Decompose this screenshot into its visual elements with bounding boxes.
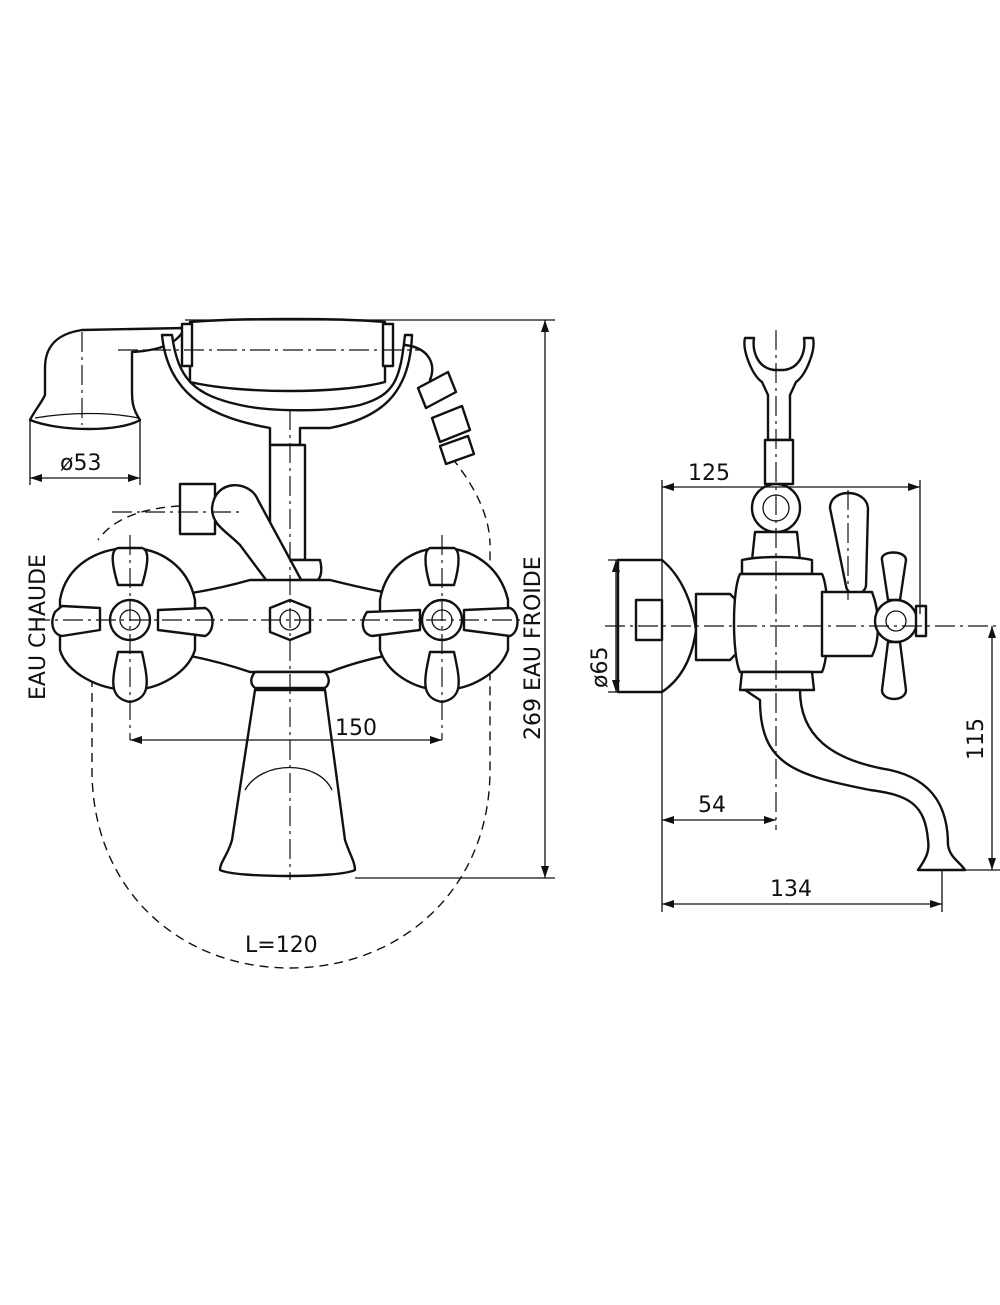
hose-neck xyxy=(403,343,434,382)
handshower-head xyxy=(28,326,187,431)
hot-valve xyxy=(51,546,214,704)
shower-hook xyxy=(743,336,815,442)
hose-nut-1 xyxy=(416,370,458,410)
side-handle-hub-inner xyxy=(885,610,907,632)
cold-valve xyxy=(361,546,519,704)
dim-label-length: L=120 xyxy=(245,933,318,958)
dim-label-dia65: ø65 xyxy=(588,647,613,688)
dim-label-spacing: 150 xyxy=(335,716,377,741)
dim-label-dia53: ø53 xyxy=(60,451,101,476)
spout-front xyxy=(218,688,357,878)
hose-nut-2 xyxy=(430,404,472,444)
hose-swing-arc xyxy=(91,545,491,969)
side-collar xyxy=(740,555,814,576)
side-dimensions xyxy=(608,480,1000,912)
label-hot-water: EAU CHAUDE xyxy=(26,554,51,700)
side-handle-cap xyxy=(914,604,928,638)
hose-dash-top-left xyxy=(97,505,181,541)
dim-label-overall-height: 269 EAU FROIDE xyxy=(521,556,546,740)
side-cross-up xyxy=(880,551,908,602)
front-view xyxy=(28,317,525,969)
cradle xyxy=(160,333,414,447)
dim-label-outlet-height: 115 xyxy=(964,718,989,760)
handset-body xyxy=(188,317,387,393)
front-dimensions xyxy=(29,319,555,879)
side-lever-bonnet xyxy=(820,590,880,658)
dim-label-total-depth: 134 xyxy=(770,877,812,902)
hose-dash-right xyxy=(451,457,491,546)
side-view xyxy=(605,330,1000,872)
hose-nut-3 xyxy=(438,434,476,466)
side-body xyxy=(732,572,830,674)
handshower-face xyxy=(34,412,139,419)
dim-label-inlet-offset: 54 xyxy=(698,793,726,818)
side-lower-ring xyxy=(738,670,816,692)
handset-end-right xyxy=(381,322,395,368)
diverter-fitting xyxy=(178,482,217,536)
dim-label-depth-top: 125 xyxy=(688,461,730,486)
side-cross-down xyxy=(880,640,908,701)
side-lever xyxy=(828,491,870,596)
side-inlet xyxy=(634,598,664,642)
side-handle-hub xyxy=(873,598,919,644)
handset-end-left xyxy=(180,322,194,368)
side-spout xyxy=(743,688,967,872)
hook-stem xyxy=(763,438,795,486)
